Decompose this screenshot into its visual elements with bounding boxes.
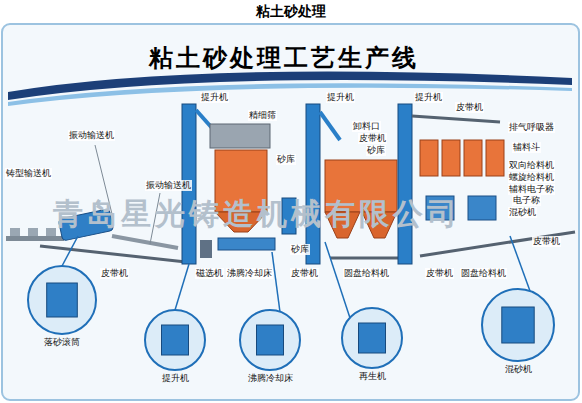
part-label: 辅料斗	[512, 142, 541, 153]
part-label: 砂库	[366, 145, 386, 156]
inset-picture	[238, 308, 302, 372]
part-label: 提升机	[326, 92, 355, 103]
watermark: 青岛星光铸造机械有限公司	[52, 196, 462, 232]
inset-circle: 再生机	[340, 306, 404, 382]
part-label: 沸腾冷却床	[226, 268, 273, 279]
part-label: 皮带机	[455, 102, 484, 113]
inset-picture	[340, 306, 404, 370]
part-label: 提升机	[414, 92, 443, 103]
part-label: 圆盘给料机	[460, 268, 507, 279]
part-label: 精细筛	[248, 110, 277, 121]
inset-picture	[26, 264, 98, 336]
banner-title: 粘土砂处理工艺生产线	[148, 44, 420, 73]
part-label: 砂库	[276, 154, 296, 165]
part-label: 电子称	[512, 195, 541, 206]
inset-label: 沸腾冷却床	[238, 373, 302, 384]
part-label: 辅料电子称	[508, 184, 555, 195]
inset-circle: 提升机	[143, 308, 207, 384]
part-label: 排气呼吸器	[508, 122, 555, 133]
page-title: 粘土砂处理	[0, 3, 582, 20]
part-label: 螺旋给料机	[508, 172, 555, 183]
part-label: 皮带机	[425, 268, 454, 279]
part-label: 皮带机	[290, 268, 319, 279]
inset-circle: 落砂滚筒	[26, 264, 98, 348]
part-label: 皮带机	[358, 133, 387, 144]
part-label: 振动输送机	[68, 130, 115, 141]
part-label: 双向给料机	[508, 160, 555, 171]
inset-label: 混砂机	[480, 364, 556, 375]
part-label: 卸料口	[352, 121, 381, 132]
part-label: 圆盘给料机	[343, 268, 390, 279]
inset-circle: 混砂机	[480, 287, 556, 375]
part-label: 混砂机	[508, 207, 537, 218]
inset-picture	[143, 308, 207, 372]
inset-label: 落砂滚筒	[26, 337, 98, 348]
part-label: 皮带机	[532, 236, 561, 247]
inset-label: 提升机	[143, 373, 207, 384]
part-label: 铸型输送机	[5, 168, 52, 179]
inset-label: 再生机	[340, 371, 404, 382]
part-label: 磁选机	[195, 268, 224, 279]
part-label: 振动输送机	[145, 180, 192, 191]
part-label: 提升机	[200, 92, 229, 103]
part-label: 皮带机	[100, 268, 129, 279]
inset-picture	[480, 287, 556, 363]
part-label: 砂库	[290, 244, 310, 255]
inset-circle: 沸腾冷却床	[238, 308, 302, 384]
